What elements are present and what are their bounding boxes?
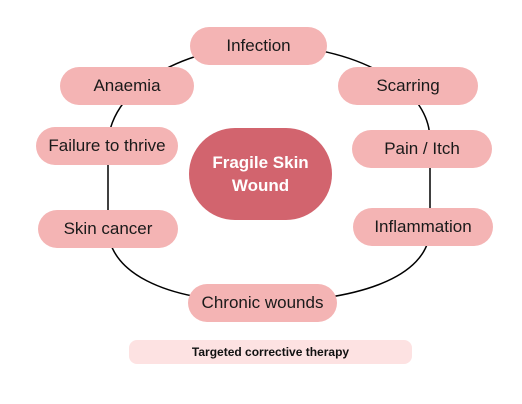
node-inflammation: Inflammation	[353, 208, 493, 246]
node-chronic-wounds: Chronic wounds	[188, 284, 337, 322]
node-failure-to-thrive: Failure to thrive	[36, 127, 178, 165]
node-label: Chronic wounds	[201, 293, 324, 312]
node-label: Scarring	[376, 76, 440, 95]
footer-caption: Targeted corrective therapy	[129, 340, 412, 364]
center-label-line2: Wound	[231, 176, 290, 195]
node-label: Inflammation	[374, 217, 472, 236]
node-label: Anaemia	[93, 76, 161, 95]
node-label: Infection	[226, 36, 291, 55]
center-node: Fragile Skin Wound	[189, 128, 332, 220]
node-scarring: Scarring	[338, 67, 478, 105]
node-skin-cancer: Skin cancer	[38, 210, 178, 248]
node-pain-itch: Pain / Itch	[352, 130, 492, 168]
center-label-line1: Fragile Skin	[212, 153, 309, 172]
node-label: Pain / Itch	[384, 139, 460, 158]
footer-label: Targeted corrective therapy	[191, 345, 350, 359]
node-label: Failure to thrive	[48, 136, 166, 155]
node-anaemia: Anaemia	[60, 67, 194, 105]
node-label: Skin cancer	[63, 219, 153, 238]
node-infection: Infection	[190, 27, 327, 65]
